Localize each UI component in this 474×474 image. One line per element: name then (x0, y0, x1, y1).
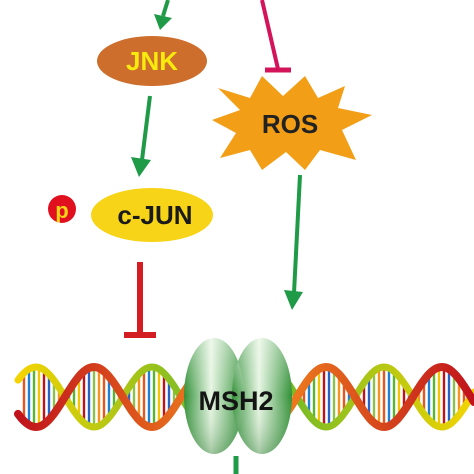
arrow-ros-to-msh2 (284, 174, 303, 310)
phosphate-label: p (55, 198, 68, 223)
jnk-node: JNK (97, 36, 207, 86)
jnk-label: JNK (126, 46, 178, 76)
cjun-node: c-JUN (91, 188, 213, 242)
msh2-node: MSH2 (184, 338, 292, 454)
inhibition-upstream-to-ros (260, 0, 291, 73)
msh2-label: MSH2 (198, 386, 273, 416)
cjun-ellipse (91, 188, 213, 242)
ros-label: ROS (262, 109, 318, 139)
ros-starburst (212, 76, 372, 170)
arrow-upstream-to-jnk (154, 0, 172, 30)
phosphate-circle (48, 195, 76, 223)
arrow-jnk-to-cjun (131, 95, 152, 177)
phosphate-group: p (48, 195, 76, 223)
ros-node: ROS (212, 76, 372, 170)
inhibition-cjun-to-dna (124, 262, 156, 338)
cjun-label: c-JUN (117, 200, 192, 230)
jnk-ellipse (97, 36, 207, 86)
